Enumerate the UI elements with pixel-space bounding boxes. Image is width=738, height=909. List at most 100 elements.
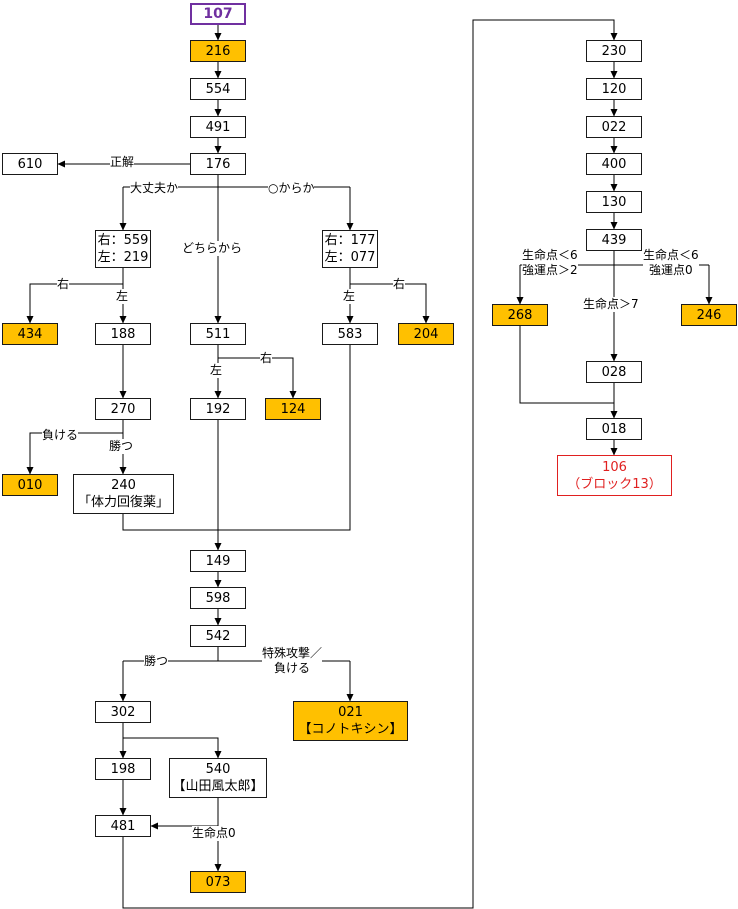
node-073: 073 [190, 871, 246, 893]
node-text: 107 [203, 5, 233, 22]
node-302: 302 [95, 701, 151, 723]
connector-line [122, 345, 351, 531]
node-text: 124 [280, 401, 306, 417]
edge-label-text: 大丈夫か [130, 181, 179, 195]
node-598: 598 [190, 587, 246, 609]
edge-label-hidari511: 左 [210, 363, 223, 378]
node-text: 106 [602, 459, 627, 475]
node-text: 073 [205, 874, 231, 890]
edge-label-katsu542: 勝つ [144, 654, 169, 669]
edge-label-seikai: 正解 [110, 155, 135, 170]
node-554: 554 [190, 78, 246, 100]
node-text: 434 [17, 326, 43, 342]
edge-label-migi511: 右 [260, 351, 273, 366]
node-text: 「体力回復薬」 [77, 495, 169, 510]
node-text: 130 [601, 194, 627, 210]
edge-label-daijoubu: 大丈夫か [130, 181, 179, 196]
node-text: 554 [205, 81, 231, 97]
edge-label-tokushu: 特殊攻撃／負ける [262, 646, 323, 676]
node-text: 【山田風太郎】 [172, 779, 264, 794]
edge-label-text: 勝つ [109, 439, 134, 453]
edge-label-text: 正解 [110, 155, 135, 169]
node-018: 018 [586, 418, 642, 440]
edge-label-hpM: 生命点＞7 [583, 297, 639, 312]
node-text: 021 [338, 705, 363, 720]
edge-label-migiR: 右 [393, 277, 406, 292]
connector-line [122, 19, 618, 909]
node-text: 230 [601, 43, 627, 59]
node-542: 542 [190, 625, 246, 647]
node-text: 149 [205, 553, 231, 569]
node-188: 188 [95, 323, 151, 345]
node-text: 246 [696, 307, 722, 323]
edge-label-text: 生命点＞7 [583, 297, 639, 311]
edge-label-hidariL: 左 [116, 289, 129, 304]
node-text: 610 [17, 156, 43, 172]
node-text: 511 [205, 326, 231, 342]
connector-line [26, 432, 123, 475]
node-L: 右：559 左：219 [95, 230, 151, 268]
node-204: 204 [398, 323, 454, 345]
node-246: 246 [681, 304, 737, 326]
node-149: 149 [190, 550, 246, 572]
node-text: 022 [601, 119, 627, 135]
node-text: 583 [337, 326, 363, 342]
node-text: 【コノトキシン】 [298, 722, 403, 737]
node-text: 542 [205, 628, 231, 644]
edge-label-karaka: ○からか [268, 181, 315, 196]
node-124: 124 [265, 398, 321, 420]
node-text: 028 [601, 364, 627, 380]
node-text: 右：559 [97, 233, 149, 248]
edge-label-text: 負ける [42, 428, 79, 442]
node-text: 400 [601, 156, 627, 172]
node-198: 198 [95, 758, 151, 780]
node-107: 107 [190, 3, 246, 25]
connector-line [26, 283, 123, 324]
node-text: 左：219 [97, 250, 149, 265]
node-022: 022 [586, 116, 642, 138]
node-130: 130 [586, 191, 642, 213]
node-230: 230 [586, 40, 642, 62]
edge-label-katsu270: 勝つ [109, 439, 134, 454]
connector-line [150, 798, 219, 830]
node-text: 439 [601, 232, 627, 248]
node-439: 439 [586, 229, 642, 251]
node-text: 302 [110, 704, 136, 720]
node-540: 540【山田風太郎】 [169, 758, 267, 798]
edge-label-text: 強運点＞2 [522, 263, 578, 277]
edge-label-text: どちらから [182, 241, 243, 255]
node-text: 120 [601, 81, 627, 97]
node-610: 610 [2, 153, 58, 175]
node-text: 188 [110, 326, 136, 342]
edge-label-dochira: どちらから [182, 241, 243, 256]
edge-label-text: 左 [343, 289, 356, 303]
node-120: 120 [586, 78, 642, 100]
edge-label-text: 右 [57, 277, 70, 291]
connector-line [519, 326, 614, 404]
edge-label-text: 生命点0 [192, 826, 236, 840]
node-text: 192 [205, 401, 231, 417]
edge-label-text: ○からか [268, 181, 315, 195]
node-400: 400 [586, 153, 642, 175]
node-021: 021 【コノトキシン】 [293, 701, 408, 741]
node-270: 270 [95, 398, 151, 420]
node-text: 491 [205, 119, 231, 135]
node-434: 434 [2, 323, 58, 345]
edge-label-text: 勝つ [144, 654, 169, 668]
node-text: 右：177 [324, 233, 376, 248]
node-511: 511 [190, 323, 246, 345]
edge-label-text: 特殊攻撃／ [262, 646, 323, 660]
node-text: 010 [17, 477, 43, 493]
node-text: 598 [205, 590, 231, 606]
edge-label-text: 右 [393, 277, 406, 291]
node-583: 583 [322, 323, 378, 345]
edge-label-text: 強運点0 [649, 263, 693, 277]
edge-label-text: 左 [210, 363, 223, 377]
node-text: 270 [110, 401, 136, 417]
node-text: 204 [413, 326, 439, 342]
node-text: （ブロック13） [567, 476, 662, 492]
edge-label-hp0: 生命点0 [192, 826, 236, 841]
